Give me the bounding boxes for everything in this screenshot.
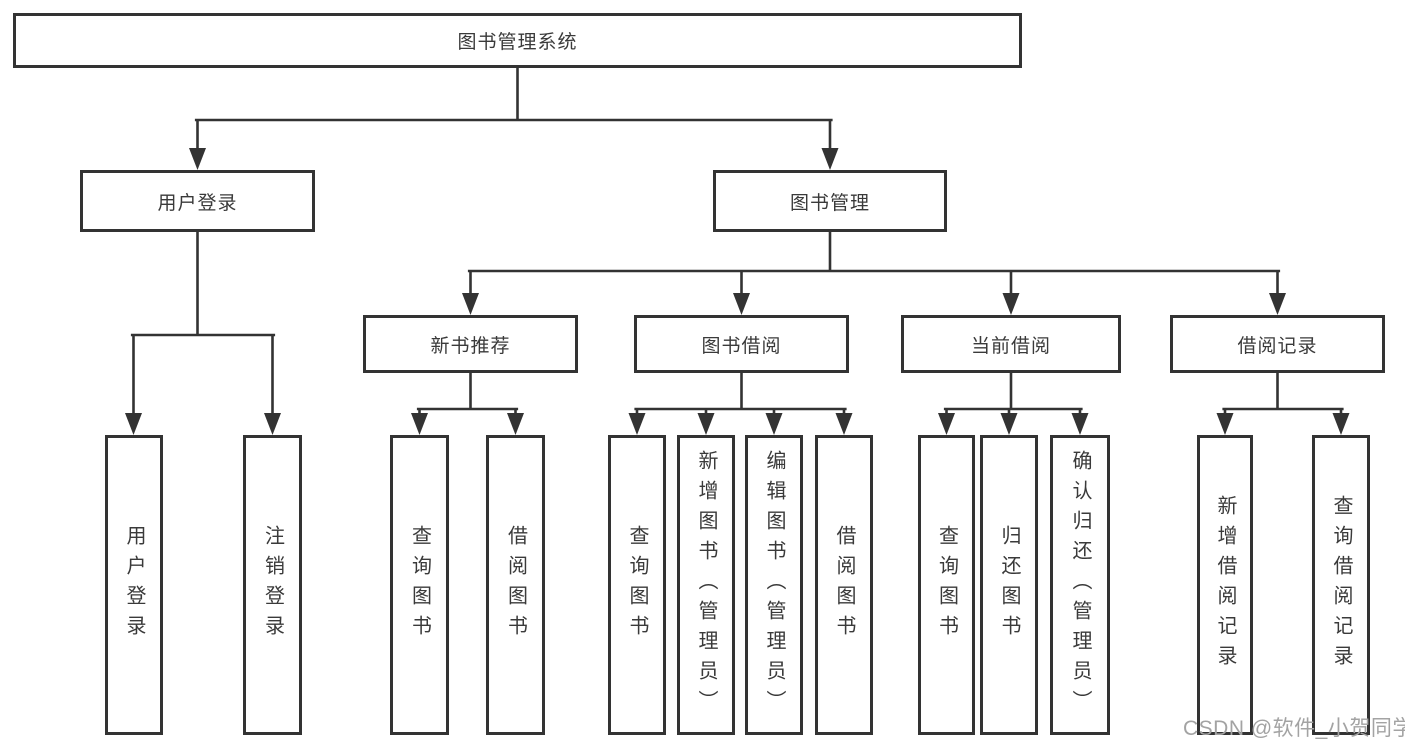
node-label: 当前借阅 xyxy=(970,335,1051,357)
node-label: 新增图书（管理员） xyxy=(695,450,717,720)
node-library-management-system: 图书管理系统 xyxy=(13,13,1022,68)
node-label: 图书管理 xyxy=(789,192,870,214)
leaf-query-books-1: 查询图书 xyxy=(390,435,449,735)
leaf-edit-books-admin: 编辑图书（管理员） xyxy=(745,435,803,735)
leaf-confirm-return-admin: 确认归还（管理员） xyxy=(1050,435,1110,735)
node-label: 借阅图书 xyxy=(504,525,527,645)
node-current-borrowing: 当前借阅 xyxy=(901,315,1121,373)
leaf-return-books: 归还图书 xyxy=(980,435,1038,735)
node-label: 用户登录 xyxy=(123,525,145,645)
node-label: 查询借阅记录 xyxy=(1330,495,1352,675)
node-book-management-branch: 图书管理 xyxy=(713,170,947,232)
node-label: 查询图书 xyxy=(626,525,648,645)
node-label: 编辑图书（管理员） xyxy=(763,450,785,720)
node-label: 图书借阅 xyxy=(701,335,782,357)
leaf-add-borrow-record: 新增借阅记录 xyxy=(1197,435,1253,735)
watermark: CSDN @软件_小贺同学 xyxy=(1183,717,1405,740)
leaf-borrow-books-2: 借阅图书 xyxy=(815,435,873,735)
leaf-logout: 注销登录 xyxy=(243,435,302,735)
node-label: 借阅图书 xyxy=(833,525,855,645)
node-label: 新增借阅记录 xyxy=(1214,495,1236,675)
node-label: 图书管理系统 xyxy=(457,32,578,53)
node-user-login-branch: 用户登录 xyxy=(80,170,315,232)
node-borrowing-records: 借阅记录 xyxy=(1170,315,1385,373)
leaf-query-books-2: 查询图书 xyxy=(608,435,666,735)
leaf-borrow-books-1: 借阅图书 xyxy=(486,435,545,735)
node-label: 确认归还（管理员） xyxy=(1069,450,1091,720)
node-book-borrowing: 图书借阅 xyxy=(634,315,849,373)
node-label: 归还图书 xyxy=(998,525,1020,645)
leaf-query-books-3: 查询图书 xyxy=(918,435,975,735)
node-label: 查询图书 xyxy=(935,525,958,645)
leaf-query-borrow-record: 查询借阅记录 xyxy=(1312,435,1370,735)
node-label: 借阅记录 xyxy=(1237,335,1318,357)
node-new-book-recommendation: 新书推荐 xyxy=(363,315,578,373)
leaf-add-books-admin: 新增图书（管理员） xyxy=(677,435,735,735)
node-label: 注销登录 xyxy=(261,525,284,645)
leaf-user-login: 用户登录 xyxy=(105,435,163,735)
node-label: 新书推荐 xyxy=(430,335,511,357)
node-label: 查询图书 xyxy=(408,525,431,645)
node-label: 用户登录 xyxy=(157,192,238,214)
